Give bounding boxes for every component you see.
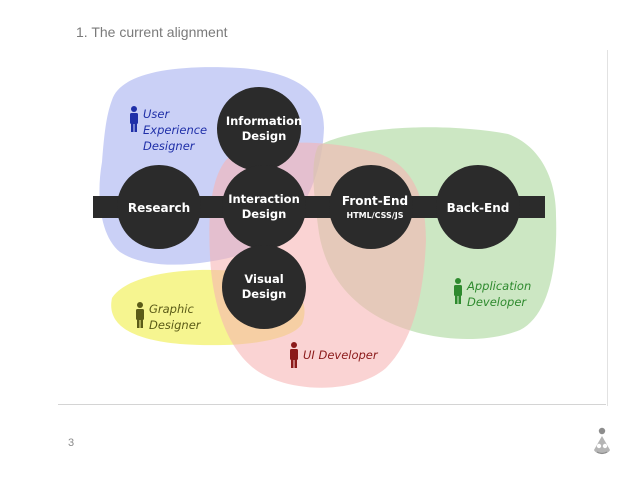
slide-title: 1. The current alignment [76,24,228,40]
connector-bar [93,196,545,218]
node-research [117,165,201,249]
node-label-front-end: Front-End [342,194,408,208]
node-interaction-design [222,165,306,249]
node-information-design [217,87,301,171]
role-label-application: Application [466,279,531,293]
person-icon [290,342,298,368]
logo-icon [594,427,610,455]
role-label-graphic: Graphic [149,302,194,316]
node-label-front-end-tech: HTML/CSS/JS [347,211,404,220]
node-label-interaction: Interaction [228,192,300,206]
person-icon [136,302,144,328]
node-label-interaction-design: Design [242,207,287,221]
page-number: 3 [68,437,75,449]
person-icon [130,106,138,132]
node-back-end [436,165,520,249]
node-label-information: Information [226,114,302,128]
role-label-app-developer: Developer [467,295,527,309]
node-label-information-design: Design [242,129,287,143]
role-label-graphic-designer: Designer [149,318,202,332]
node-front-end [329,165,413,249]
role-label-experience: Experience [143,123,207,137]
person-icon [454,278,462,304]
node-label-visual: Visual [244,272,283,286]
right-rule [607,50,608,406]
node-label-back-end: Back-End [447,201,510,215]
role-label-user: User [143,107,170,121]
node-label-visual-design: Design [242,287,287,301]
node-visual-design [222,245,306,329]
node-label-research: Research [128,201,190,215]
bottom-rule [58,404,606,405]
role-label-ux-designer: Designer [143,139,196,153]
role-label-ui-developer: UI Developer [303,348,379,362]
